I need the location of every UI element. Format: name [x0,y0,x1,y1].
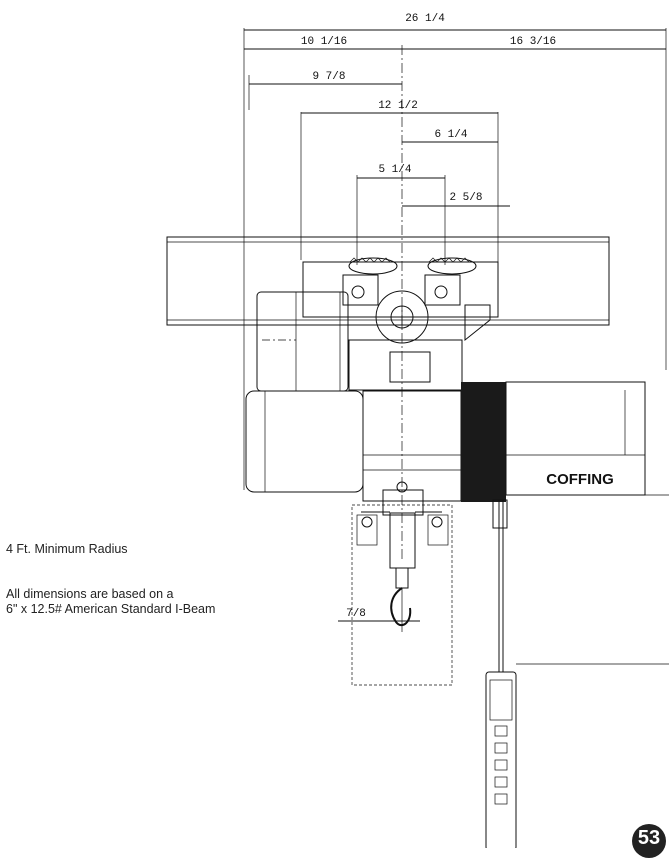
hook-block [351,481,453,686]
dimension-labels: 26 1/4 10 1/16 16 3/16 9 7/8 12 1/2 6 1/… [301,13,556,620]
pendant [485,499,517,848]
dim-7-8: 7/8 [346,608,366,620]
brand-label: COFFING [546,471,614,488]
extension-lines [243,28,667,560]
page-number-badge: 53 [632,824,666,858]
trolley [302,257,499,344]
motor [256,291,349,392]
dim-9-7-8: 9 7/8 [312,71,345,83]
right-extension-lines [507,494,669,665]
i-beam [166,236,610,326]
gear-band [461,382,506,502]
basis-note-line2: 6" x 12.5# American Standard I-Beam [6,602,216,616]
dim-10-1-16: 10 1/16 [301,36,347,48]
basis-note-line1: All dimensions are based on a [6,587,174,601]
dimension-lines [244,29,666,622]
dim-26-1-4: 26 1/4 [405,13,445,25]
dim-5-1-4: 5 1/4 [378,164,411,176]
dim-6-1-4: 6 1/4 [434,129,467,141]
dim-16-3-16: 16 3/16 [510,36,556,48]
radius-note: 4 Ft. Minimum Radius [6,542,128,556]
dim-12-1-2: 12 1/2 [378,100,418,112]
dim-2-5-8: 2 5/8 [449,192,482,204]
hoist-body [245,339,646,502]
